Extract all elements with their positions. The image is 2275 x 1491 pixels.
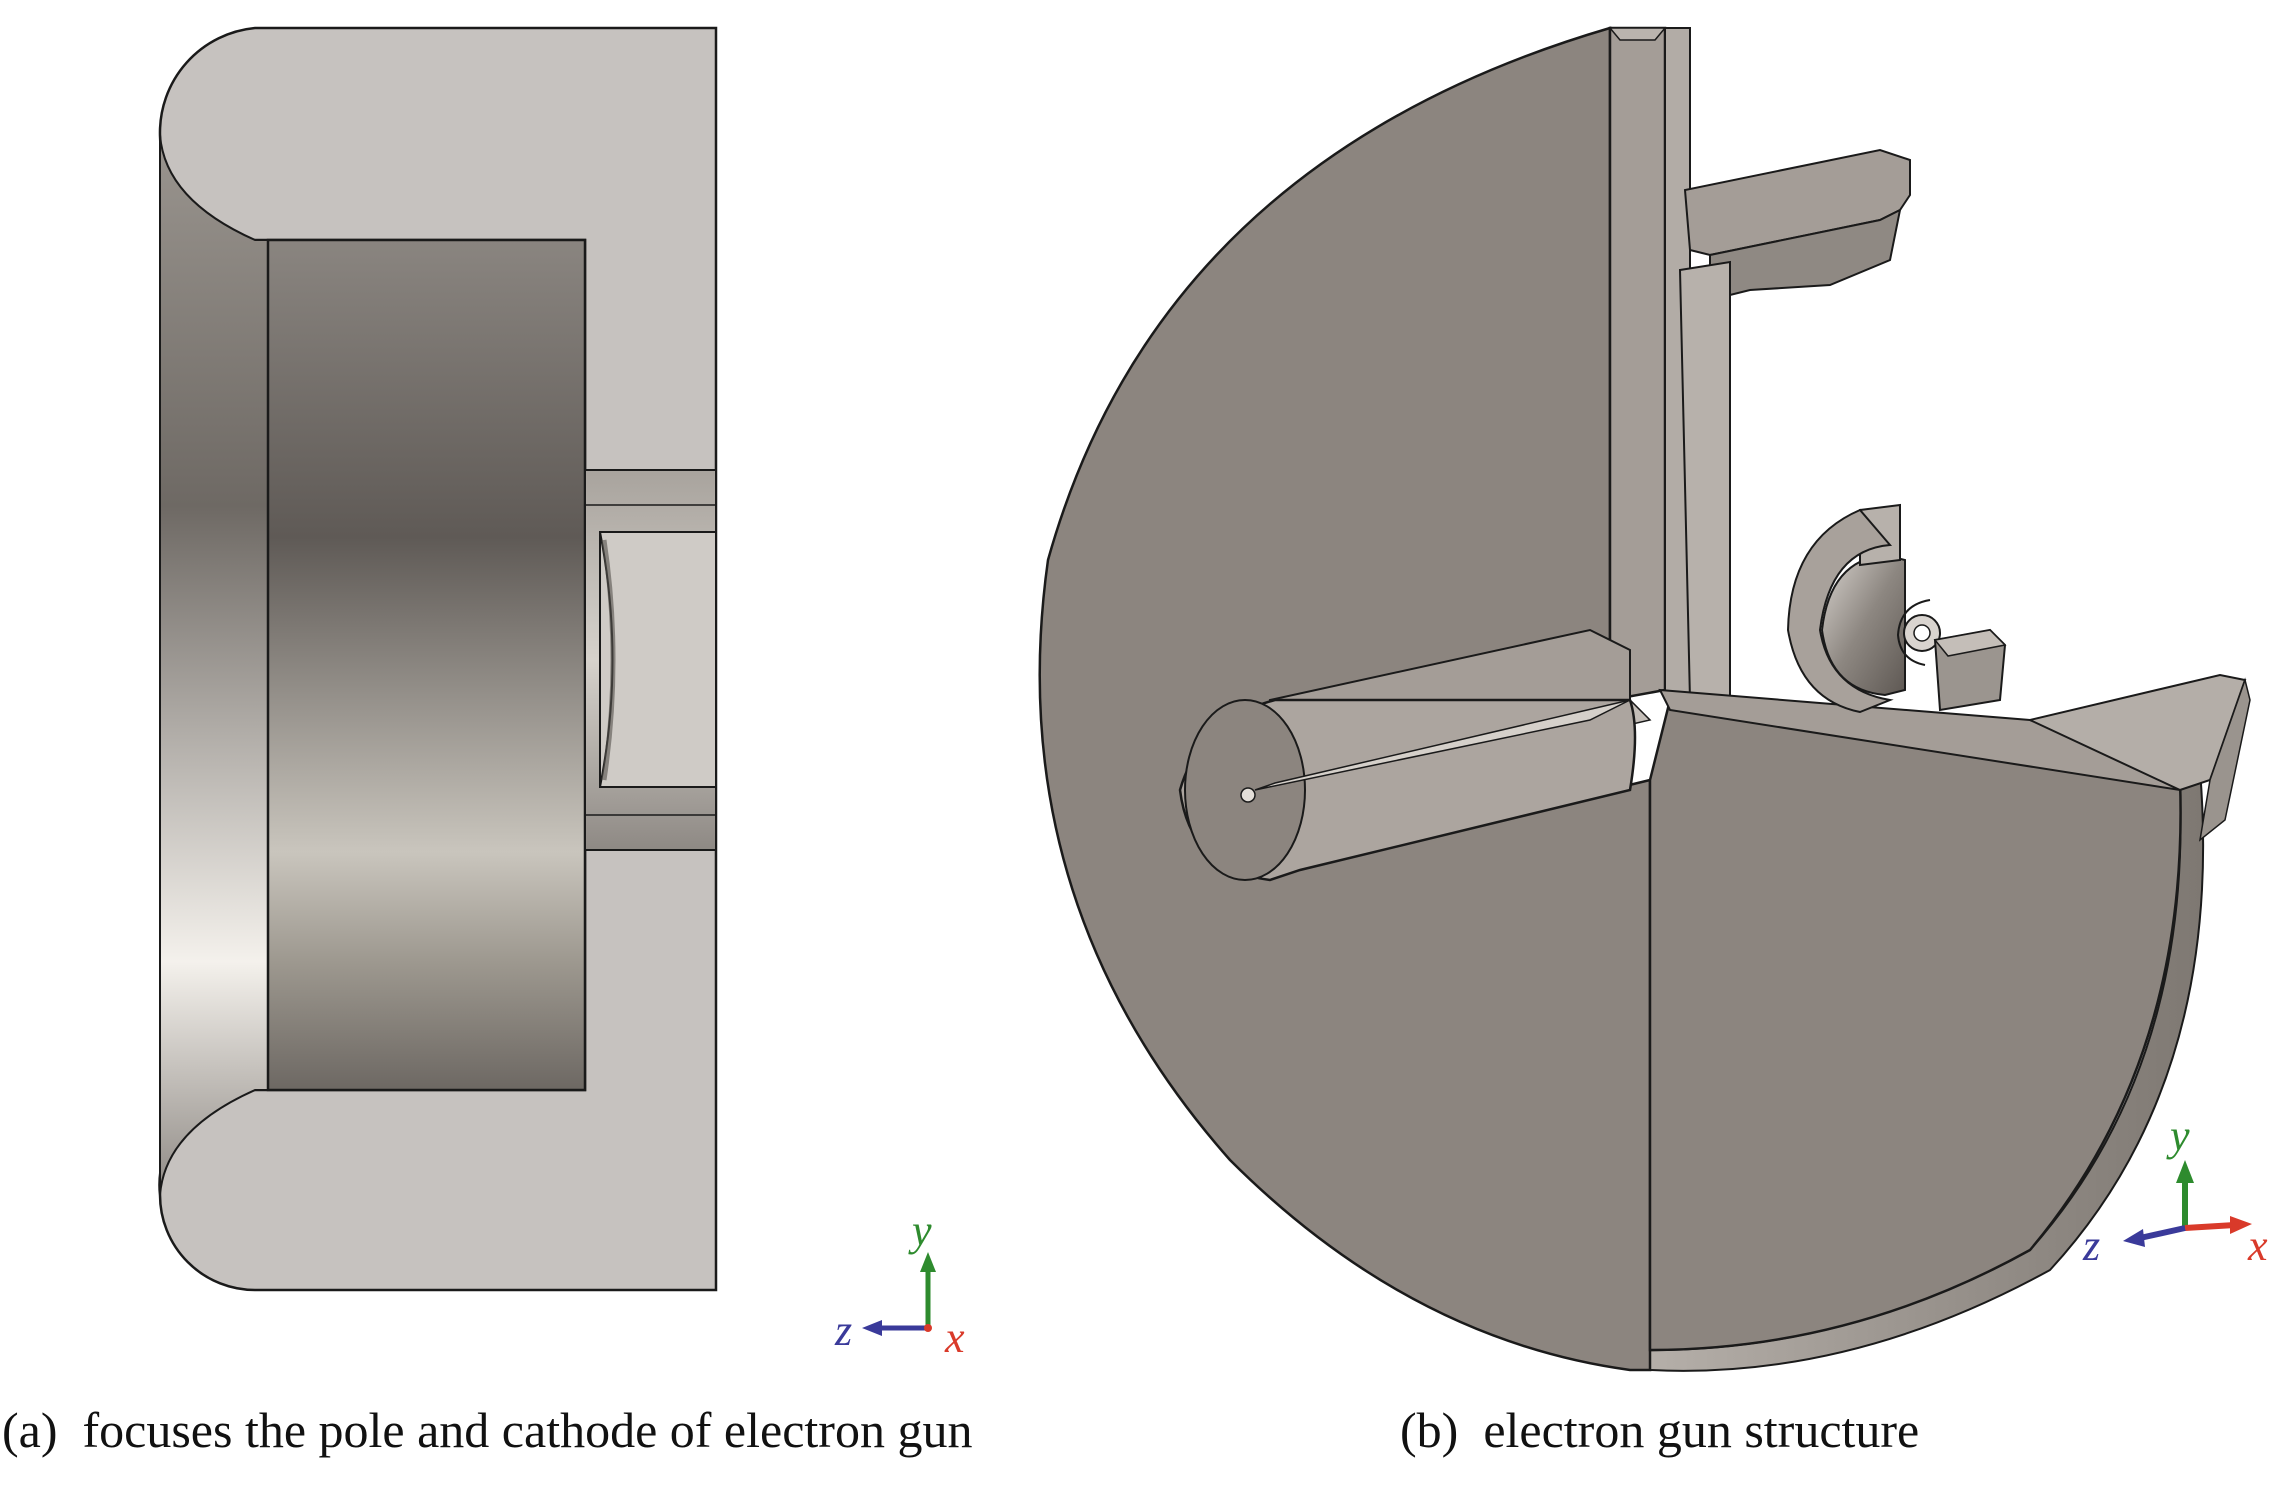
axis-triad-a: [862, 1252, 936, 1336]
panel-a: y z x (a) focuses the pole and cathode o…: [0, 0, 1110, 1491]
focusing-electrode: [1786, 503, 2007, 714]
bore-inner-face: [599, 531, 717, 788]
disc-cut-face-lower: [1648, 698, 2182, 1352]
axis-label-z: z: [2083, 1221, 2101, 1270]
axis-label-x: x: [945, 1313, 965, 1362]
caption-b-text: electron gun structure: [1483, 1402, 1920, 1458]
axis-label-x: x: [2248, 1221, 2268, 1270]
cathode-cylinder: [266, 238, 587, 1092]
vertical-plate: [1608, 26, 1667, 702]
pole-cathode-cross-section: [158, 26, 936, 1336]
flared-surface: [159, 134, 269, 1196]
axis-triad-b: [2123, 1160, 2252, 1247]
caption-b-label: (b): [1400, 1402, 1459, 1458]
axis-label-y: y: [2170, 1111, 2190, 1160]
caption-a: (a) focuses the pole and cathode of elec…: [2, 1405, 972, 1455]
electron-gun-structure: [1038, 26, 2252, 1372]
disc-cut-face-upper: [1038, 26, 1652, 1372]
caption-b: (b) electron gun structure: [1400, 1405, 1919, 1455]
panel-b: y z x (b) electron gun structure: [1030, 0, 2275, 1491]
caption-a-text: focuses the pole and cathode of electron…: [82, 1402, 973, 1458]
caption-a-label: (a): [2, 1402, 58, 1458]
axis-label-z: z: [835, 1306, 853, 1355]
axis-label-y: y: [912, 1206, 932, 1255]
